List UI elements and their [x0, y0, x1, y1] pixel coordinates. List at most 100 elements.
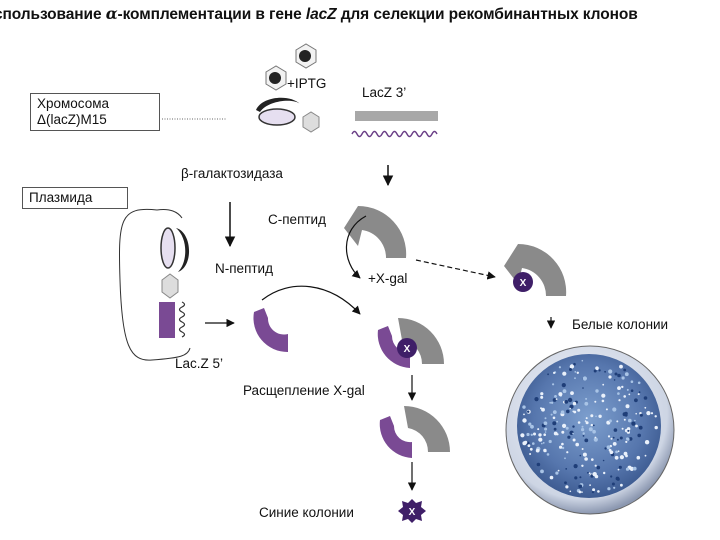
colony-dot: [523, 414, 525, 416]
colony-dot: [609, 419, 612, 422]
colony-dot: [589, 484, 591, 486]
colony-dot: [544, 421, 548, 425]
chromosome-genotype: Δ(lacZ)M15: [37, 112, 153, 128]
colony-dot: [563, 389, 567, 393]
colony-dot: [597, 490, 600, 493]
colony-dot: [628, 419, 632, 423]
colony-dot: [617, 374, 621, 378]
white-colonies-label: Белые колонии: [572, 317, 668, 332]
colony-dot: [559, 366, 561, 368]
colony-dot: [617, 386, 621, 390]
colony-dot: [595, 389, 598, 392]
colony-dot: [538, 433, 541, 436]
colony-dot: [631, 422, 635, 426]
colony-dot: [558, 470, 560, 472]
colony-dot: [607, 487, 610, 490]
colony-dot: [554, 395, 557, 398]
colony-dot: [534, 397, 538, 401]
colony-dot: [540, 392, 543, 395]
colony-dot: [577, 372, 579, 374]
colony-dot: [540, 470, 544, 474]
colony-dot: [585, 398, 587, 400]
colony-dot: [651, 412, 653, 414]
colony-dot: [572, 411, 574, 413]
lacz5-label: Lac.Z 5’: [175, 356, 223, 371]
colony-dot: [619, 466, 622, 469]
colony-dot: [545, 431, 547, 433]
colony-dot: [620, 484, 623, 487]
colony-dot: [626, 404, 630, 408]
colony-dot: [584, 457, 588, 461]
blue-colonies-label: Синие колонии: [259, 505, 354, 520]
colony-dot: [606, 408, 608, 410]
colony-dot: [552, 383, 554, 385]
colony-dot: [597, 466, 601, 470]
cleaved-complex: [380, 406, 450, 458]
colony-dot: [582, 387, 584, 389]
colony-dot: [637, 434, 641, 438]
colony-dot: [628, 394, 630, 396]
colony-dot: [595, 437, 597, 439]
plasmid-map: [119, 209, 190, 360]
colony-dot: [556, 421, 558, 423]
colony-dot: [610, 451, 614, 455]
colony-dot: [583, 376, 587, 380]
colony-dot: [553, 417, 556, 420]
colony-dot: [602, 400, 605, 403]
colony-dot: [612, 407, 616, 411]
colony-dot: [583, 453, 587, 457]
colony-dot: [574, 476, 577, 479]
colony-dot: [616, 477, 620, 481]
colony-dot: [644, 407, 646, 409]
colony-dot: [640, 414, 643, 417]
chromosome-label: Хромосома: [37, 96, 153, 112]
colony-dot: [618, 469, 620, 471]
colony-dot: [537, 463, 541, 467]
colony-dot: [553, 372, 555, 374]
colony-dot: [529, 453, 531, 455]
x-gal-blue-product-icon: X: [398, 499, 426, 523]
colony-dot: [569, 408, 571, 410]
colony-dot: [608, 435, 610, 437]
colony-dot: [530, 425, 534, 429]
colony-dot: [580, 455, 582, 457]
colony-dot: [574, 371, 576, 373]
colony-dot: [574, 377, 576, 379]
colony-dot: [574, 464, 578, 468]
colony-dot: [608, 375, 611, 378]
colony-dot: [595, 416, 597, 418]
colony-dot: [594, 401, 596, 403]
colony-dot: [637, 456, 641, 460]
colony-dot: [579, 476, 581, 478]
colony-dot: [613, 487, 615, 489]
colony-dot: [549, 402, 551, 404]
colony-dot: [638, 382, 641, 385]
colony-dot: [567, 436, 570, 439]
colony-dot: [625, 372, 629, 376]
colony-dot: [594, 370, 597, 373]
colony-dot: [655, 415, 657, 417]
colony-dot: [583, 432, 585, 434]
x-mark-label: X: [404, 344, 411, 355]
colony-dot: [570, 491, 572, 493]
colony-dot: [587, 472, 589, 474]
colony-dot: [639, 426, 643, 430]
colony-dot: [592, 491, 594, 493]
colony-dot: [638, 393, 640, 395]
colony-dot: [572, 433, 574, 435]
complemented-enzyme-x: X: [378, 318, 444, 368]
colony-dot: [530, 448, 533, 451]
colony-dot: [528, 423, 531, 426]
colony-dot: [578, 485, 582, 489]
n-peptide-shape: [253, 308, 288, 352]
colony-dot: [618, 399, 620, 401]
colony-dot: [612, 483, 615, 486]
colony-dot: [582, 426, 584, 428]
colony-dot: [537, 428, 539, 430]
colony-dot: [573, 402, 576, 405]
colony-dot: [615, 456, 619, 460]
colony-dot: [543, 433, 546, 436]
colony-dot: [551, 414, 553, 416]
colony-dot: [635, 413, 637, 415]
colony-dot: [645, 455, 647, 457]
